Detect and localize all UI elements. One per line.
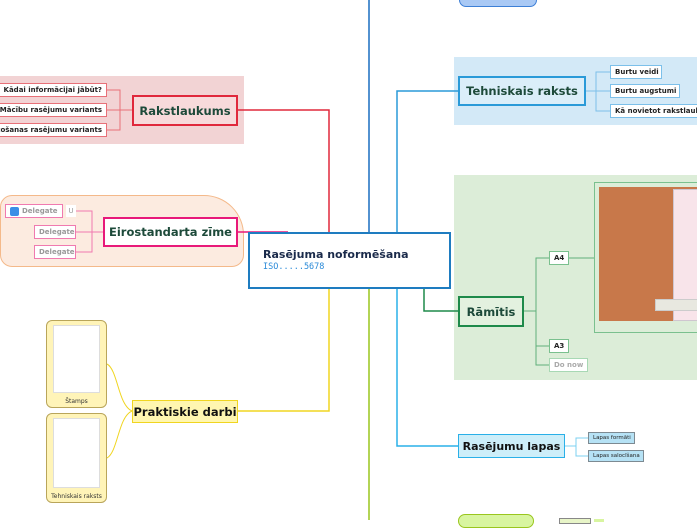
subtopic-delegate-2[interactable]: Delegate xyxy=(34,225,76,239)
bottom-partial-subnode-2 xyxy=(594,519,604,522)
topic-tehniskais[interactable]: Tehniskais raksts xyxy=(458,76,586,106)
topic-lapas[interactable]: Rasējumu lapas xyxy=(458,434,565,458)
subtopic-rakstlaukums-3[interactable]: Ražošanas rasējumu variants xyxy=(0,123,107,137)
subtopic-delegate-1-label: Delegate xyxy=(22,207,58,215)
thumbnail-stamps[interactable]: Štamps xyxy=(46,320,107,408)
subtopic-burtu-augstumi[interactable]: Burtu augstumi xyxy=(610,84,680,98)
bottom-partial-subnode[interactable] xyxy=(559,518,591,524)
subtopic-rakstlaukums-1[interactable]: Kādai informācijai jābūt? xyxy=(0,83,107,97)
topic-eirostandarta[interactable]: Eirostandarta zīme xyxy=(103,217,238,247)
line-praktiskie xyxy=(238,288,330,412)
top-partial-node[interactable] xyxy=(459,0,537,7)
subtopic-do-now[interactable]: Do now xyxy=(549,358,588,372)
subtopic-lapas-formati[interactable]: Lapas formāti xyxy=(588,432,635,444)
delegate-app-icon xyxy=(10,206,19,216)
line-tehniskais xyxy=(396,90,458,233)
u-badge: U xyxy=(66,205,76,217)
subtopic-delegate-3[interactable]: Delegate xyxy=(34,245,76,259)
central-title: Rasējuma noformēšana xyxy=(263,248,409,261)
line-rakstlaukums xyxy=(238,109,330,233)
ruler xyxy=(655,299,697,311)
central-topic[interactable]: Rasējuma noformēšana ISO.....5678 xyxy=(248,232,451,289)
a4-image-frame[interactable] xyxy=(594,182,697,333)
topic-rakstlaukums[interactable]: Rakstlaukums xyxy=(132,95,238,126)
subtopic-a4[interactable]: A4 xyxy=(549,251,569,265)
subtopic-burtu-veidi[interactable]: Burtu veidi xyxy=(610,65,662,79)
subtopic-delegate-1[interactable]: Delegate xyxy=(5,204,63,218)
subtopic-ka-novietot[interactable]: Kā novietot rakstlaukumu xyxy=(610,104,697,118)
line-ramitis xyxy=(423,288,458,312)
central-subtitle: ISO.....5678 xyxy=(263,262,325,272)
tehniskais-raksts-caption: Tehniskais raksts xyxy=(51,493,102,500)
subtopic-rakstlaukums-2[interactable]: Mācību rasējumu variants xyxy=(0,103,107,117)
line-lapas xyxy=(396,288,458,447)
subtopic-a3[interactable]: A3 xyxy=(549,339,569,353)
bottom-partial-node[interactable] xyxy=(458,514,534,528)
stamps-caption: Štamps xyxy=(65,398,88,405)
topic-praktiskie[interactable]: Praktiskie darbi xyxy=(132,400,238,423)
tehniskais-raksts-image xyxy=(53,418,100,488)
topic-ramitis[interactable]: Rāmītis xyxy=(458,296,524,327)
corkboard-image xyxy=(599,187,697,321)
subtopic-lapas-salocisana[interactable]: Lapas salocīšana xyxy=(588,450,644,462)
stamps-drawing-image xyxy=(53,325,100,393)
thumbnail-tehniskais-raksts[interactable]: Tehniskais raksts xyxy=(46,413,107,503)
